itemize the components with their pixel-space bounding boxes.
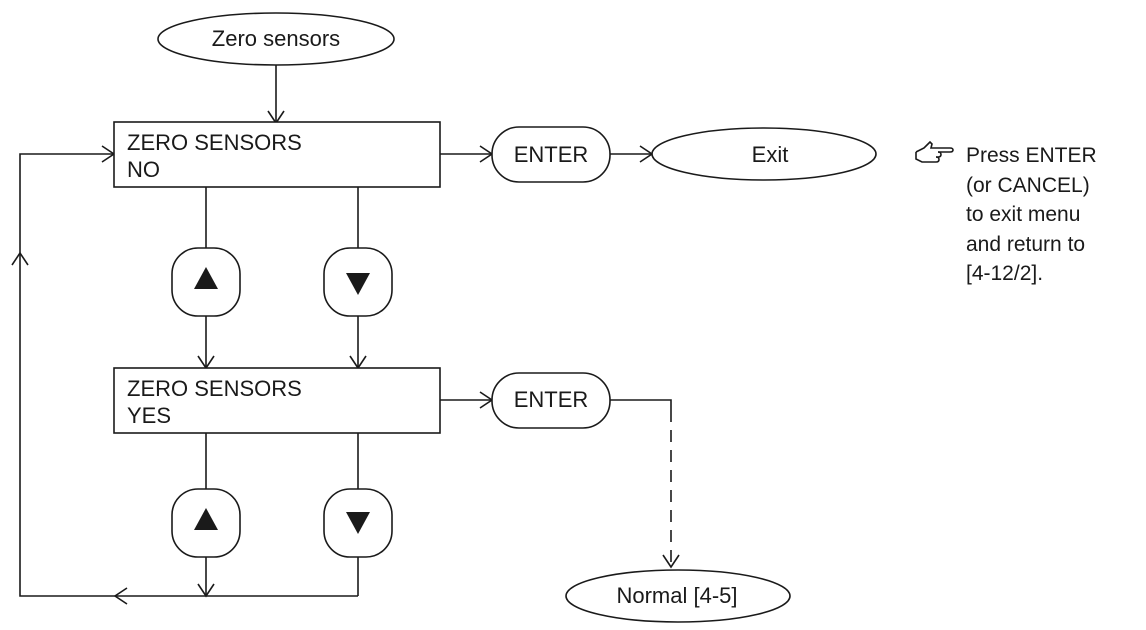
enter-button-top-label: ENTER (514, 142, 589, 167)
connector-enter-to-corner (610, 399, 672, 410)
connector-return-loop (19, 153, 358, 597)
enter-button-top: ENTER (491, 126, 611, 183)
down-key-lower (323, 488, 393, 558)
normal-node-label: Normal [4-5] (616, 583, 737, 608)
side-note: Press ENTER (or CANCEL) to exit menu and… (915, 140, 1097, 285)
down-triangle-icon (346, 273, 370, 295)
up-key-upper (171, 247, 241, 317)
up-key-lower (171, 488, 241, 558)
note-line-1: Press ENTER (966, 144, 1097, 167)
note-line-5: [4-12/2]. (966, 262, 1043, 285)
menu-yes-line1: ZERO SENSORS (127, 376, 302, 401)
up-triangle-icon (194, 508, 218, 530)
arrowhead-into-normal (662, 554, 680, 569)
arrowhead-loop-left (11, 251, 29, 266)
connectors (11, 65, 680, 605)
arrowhead-loop-bottom (113, 587, 128, 605)
down-key-upper (323, 247, 393, 317)
start-node: Zero sensors (157, 12, 395, 66)
up-triangle-icon (194, 267, 218, 289)
exit-node: Exit (651, 127, 877, 181)
enter-button-bottom-label: ENTER (514, 387, 589, 412)
down-triangle-icon (346, 512, 370, 534)
note-line-3: to exit menu (966, 203, 1080, 226)
exit-node-label: Exit (752, 142, 789, 167)
menu-no-line1: ZERO SENSORS (127, 130, 302, 155)
note-line-2: (or CANCEL) (966, 174, 1090, 197)
menu-yes-line2: YES (127, 403, 171, 428)
menu-no-line2: NO (127, 157, 160, 182)
start-node-label: Zero sensors (212, 26, 340, 51)
enter-button-bottom: ENTER (491, 372, 611, 429)
note-line-4: and return to (966, 233, 1085, 256)
normal-node: Normal [4-5] (565, 569, 791, 623)
menu-box-yes: ZERO SENSORS YES (113, 367, 441, 434)
menu-box-no: ZERO SENSORS NO (113, 121, 441, 188)
pointing-hand-icon (915, 140, 954, 163)
